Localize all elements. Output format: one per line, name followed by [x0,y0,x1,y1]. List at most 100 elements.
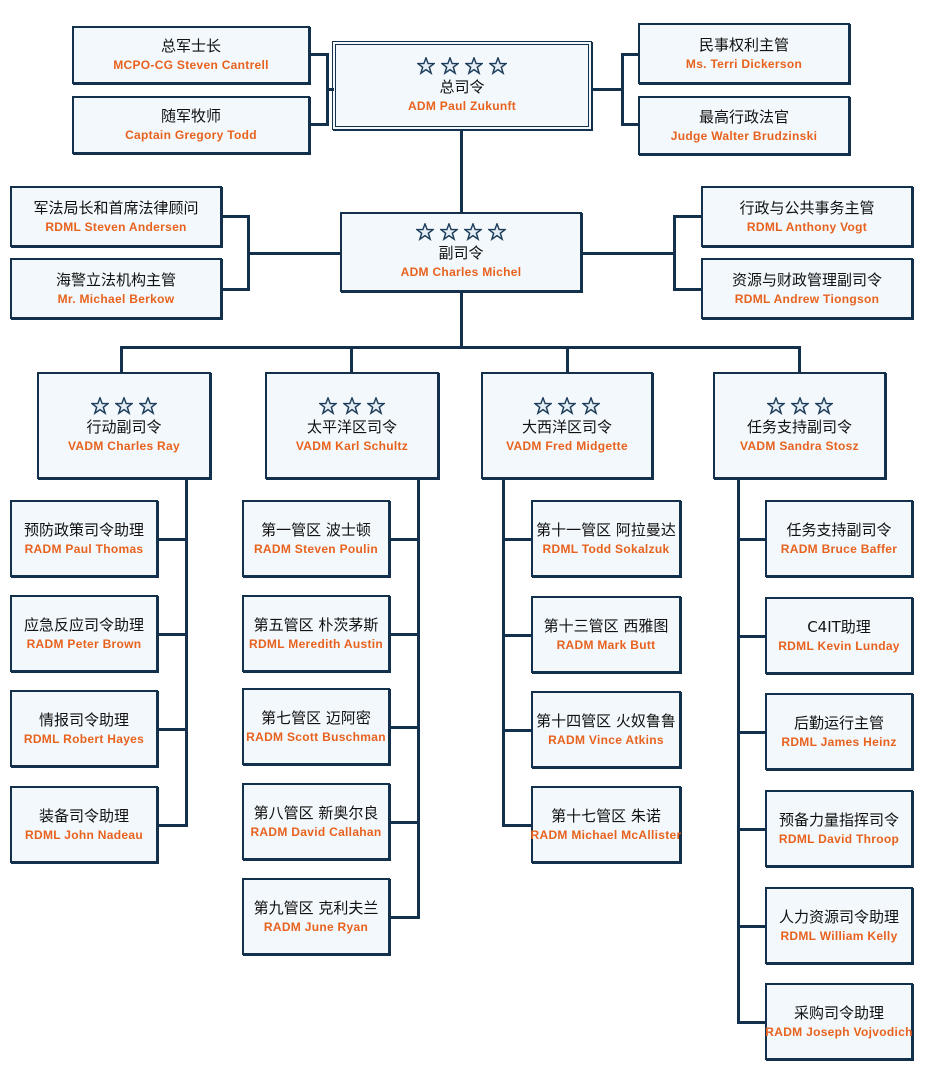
position-title: 任务支持副司令 [786,520,892,539]
officer-name: VADM Karl Schultz [295,438,409,453]
officer-name: RDML Robert Hayes [23,731,145,746]
officer-name: RDML Anthony Vogt [746,219,868,234]
star-icon [417,56,435,75]
officer-name: MCPO-CG Steven Cantrell [113,58,269,72]
officer-name: RDML Todd Sokalzuk [542,541,670,556]
connector-line [390,915,417,919]
rank-stars [534,396,600,415]
star-icon [464,223,482,241]
star-icon [814,396,833,415]
officer-name: RADM Mark Butt [556,637,656,652]
position-title: 第五管区 朴茨茅斯 [253,615,379,634]
connector-line [673,215,701,218]
connector-line [566,346,569,374]
star-icon [766,396,785,415]
officer-name: Captain Gregory Todd [125,128,257,142]
position-title: 军法局长和首席法律顾问 [33,198,199,217]
star-icon [465,56,483,75]
connector-line [158,632,185,636]
connector-line [737,634,765,638]
connector-line [737,537,765,541]
star-icon [534,396,552,415]
position-title: 太平洋区司令 [306,417,397,436]
star-icon [558,396,576,415]
star-icon [440,223,458,241]
position-title: 行政与公共事务主管 [739,198,875,217]
connector-line [158,727,185,731]
officer-name: VADM Charles Ray [68,438,180,453]
position-title: 后勤运行主管 [793,713,884,732]
connector-line [502,728,531,732]
officer-name: RADM Michael McAllister [530,827,682,842]
connector-line [592,88,624,91]
position-title: 第七管区 迈阿密 [261,708,371,727]
position-title: C4IT助理 [807,617,871,636]
connector-line [737,827,765,831]
rank-stars [91,396,157,415]
subordinate-box: 应急反应司令助理 RADM Peter Brown [10,595,158,672]
connector-line [621,53,638,56]
officer-name: RDML David Throop [778,831,900,846]
position-title: 总军士长 [160,37,221,55]
rank-stars [766,396,833,415]
officer-name: RADM Peter Brown [26,636,142,651]
connector-line [390,537,417,541]
connector-line [350,346,353,374]
officer-name: VADM Sandra Stosz [740,438,859,453]
position-title: 第十四管区 火奴鲁鲁 [536,711,676,730]
connector-line [502,823,531,827]
officer-name: VADM Fred Midgette [506,438,628,453]
rank-stars [416,223,506,241]
officer-name: RDML James Heinz [781,734,897,749]
officer-name: RADM Vince Atkins [548,732,664,747]
star-icon [790,396,809,415]
position-title: 大西洋区司令 [521,417,612,436]
connector-line [621,53,624,126]
position-title: 人力资源司令助理 [778,907,899,926]
subordinate-box: 第十四管区 火奴鲁鲁 RADM Vince Atkins [531,691,681,768]
officer-name: ADM Charles Michel [400,265,522,279]
position-title: 预备力量指挥司令 [778,810,899,829]
connector-line [582,252,676,255]
position-title: 预防政策司令助理 [23,520,144,539]
position-title: 海警立法机构主管 [55,270,176,289]
connector-line [185,479,188,827]
staff-box-left: 海警立法机构主管 Mr. Michael Berkow [10,258,222,319]
star-icon [91,396,109,415]
position-title: 行动副司令 [86,417,162,436]
connector-line [502,633,531,637]
star-icon [319,396,337,415]
connector-line [417,479,420,919]
position-title: 总司令 [439,77,485,96]
position-title: 第十七管区 朱诺 [551,806,661,825]
column-head-box: 太平洋区司令 VADM Karl Schultz [265,372,439,479]
officer-name: RADM Bruce Baffer [780,541,898,556]
connector-line [502,537,531,541]
position-title: 采购司令助理 [793,1003,884,1022]
connector-line [460,292,463,348]
subordinate-box: 任务支持副司令 RADM Bruce Baffer [765,500,913,577]
position-title: 任务支持副司令 [746,417,852,436]
position-title: 第九管区 克利夫兰 [253,898,379,917]
staff-box-left: 总军士长 MCPO-CG Steven Cantrell [72,26,310,84]
star-icon [441,56,459,75]
officer-name: RDML William Kelly [780,928,898,943]
staff-box-left: 军法局长和首席法律顾问 RDML Steven Andersen [10,186,222,247]
connector-line [737,479,740,1024]
position-title: 应急反应司令助理 [23,615,144,634]
officer-name: RDML Steven Andersen [45,219,187,234]
connector-line [222,288,249,291]
connector-line [120,346,800,349]
officer-name: Mr. Michael Berkow [57,291,175,306]
position-title: 资源与财政管理副司令 [731,270,882,289]
